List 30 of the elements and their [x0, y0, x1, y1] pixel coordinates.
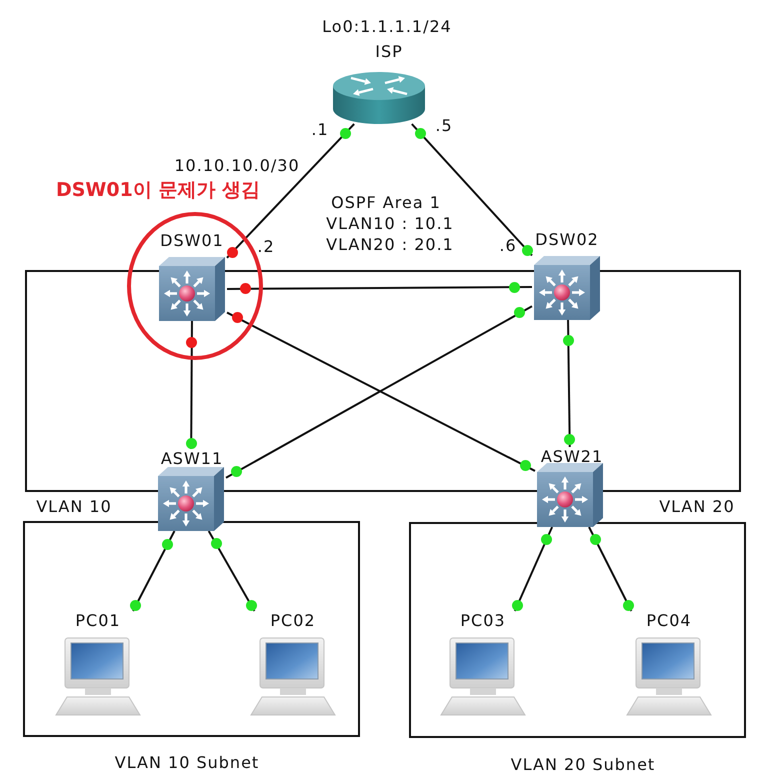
- vlan-label: VLAN 10: [36, 498, 112, 516]
- ospf-note: OSPF Area 1: [331, 194, 441, 212]
- ip-label: .6: [499, 237, 517, 255]
- link-line: [227, 286, 532, 290]
- device-label: ASW11: [160, 450, 224, 468]
- link-line: [588, 526, 632, 612]
- link-line: [567, 320, 571, 448]
- interface-label: Lo0:1.1.1.1/24: [322, 18, 452, 36]
- device-label: PC04: [646, 612, 692, 630]
- link-line: [411, 123, 533, 256]
- link-line: [514, 526, 554, 612]
- device-label: ASW21: [540, 448, 604, 466]
- device-label: PC02: [270, 612, 316, 630]
- vlan-label: VLAN 20: [659, 498, 735, 516]
- link-line: [132, 530, 176, 612]
- device-label: DSW02: [535, 231, 599, 249]
- annotation-text: DSW01이 문제가 생김: [56, 179, 260, 201]
- ip-label: .5: [435, 117, 453, 135]
- ospf-note: VLAN20 : 20.1: [326, 236, 454, 254]
- link-line: [226, 123, 355, 258]
- device-label: ISP: [375, 43, 403, 61]
- box-caption: VLAN 10 Subnet: [114, 754, 260, 772]
- ospf-note: VLAN10 : 10.1: [326, 215, 454, 233]
- device-label: PC03: [460, 612, 506, 630]
- ip-label: .2: [257, 238, 275, 256]
- link-line: [208, 530, 256, 612]
- device-label: PC01: [75, 612, 121, 630]
- device-label: DSW01: [160, 232, 224, 250]
- ip-label: .1: [311, 121, 329, 139]
- box-caption: VLAN 20 Subnet: [510, 756, 656, 774]
